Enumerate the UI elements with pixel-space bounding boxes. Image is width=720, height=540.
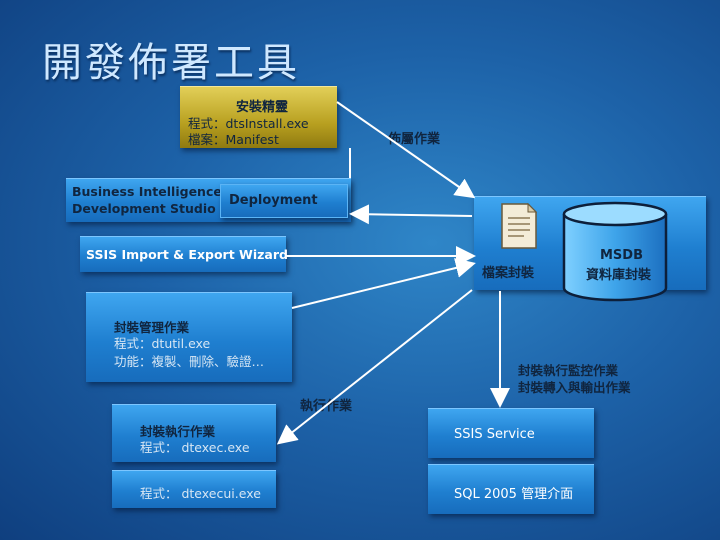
package-management-heading: 封裝管理作業 [114, 320, 190, 335]
ssis-service-box[interactable]: SSIS Service [428, 408, 594, 458]
arrow-storage-to-exec [276, 289, 473, 445]
deploy-label: 佈屬作業 [388, 132, 441, 147]
package-execution-program: 程式： dtexec.exe [140, 440, 250, 455]
install-wizard-heading: 安裝精靈 [236, 100, 289, 115]
package-management-function: 功能：複製、刪除、驗證… [114, 354, 265, 369]
import-export-wizard-label: SSIS Import & Export Wizard [86, 247, 288, 262]
package-execution-box[interactable]: 封裝執行作業 程式： dtexec.exe [112, 404, 276, 462]
execui-box[interactable]: 程式： dtexecui.exe [112, 470, 276, 508]
execui-program: 程式： dtexecui.exe [140, 486, 261, 501]
document-icon [501, 202, 538, 249]
bids-line2: Development Studio [72, 201, 216, 216]
import-export-wizard-box[interactable]: SSIS Import & Export Wizard [80, 236, 288, 272]
file-package-label: 檔案封裝 [482, 266, 535, 281]
monitor-label-line1: 封裝執行監控作業 [518, 363, 619, 378]
deployment-label: Deployment [229, 193, 318, 208]
monitor-label-line2: 封裝轉入與輸出作業 [518, 380, 631, 395]
install-wizard-program: 程式：dtsInstall.exe [188, 116, 309, 131]
msdb-title: MSDB [600, 248, 643, 263]
database-cylinder-icon [562, 201, 668, 302]
arrow-msdb-to-bids [349, 204, 473, 225]
msdb-subtitle: 資料庫封裝 [586, 268, 652, 283]
arrow-install-to-msdb [336, 101, 476, 199]
ssis-service-label: SSIS Service [454, 427, 535, 442]
install-wizard-box[interactable]: 安裝精靈 程式：dtsInstall.exe 檔案：Manifest [180, 86, 337, 148]
install-wizard-file: 檔案：Manifest [188, 132, 279, 147]
package-management-box[interactable]: 封裝管理作業 程式：dtutil.exe 功能：複製、刪除、驗證… [86, 292, 292, 382]
arrow-management-to-storage [291, 258, 476, 309]
package-execution-heading: 封裝執行作業 [140, 424, 216, 439]
deployment-box[interactable]: Deployment [220, 184, 348, 218]
sql-management-box[interactable]: SQL 2005 管理介面 [428, 464, 594, 514]
sql-management-label: SQL 2005 管理介面 [454, 487, 574, 502]
page-title: 開發佈署工具 [42, 40, 300, 86]
bids-line1: Business Intelligence [72, 184, 222, 199]
package-management-program: 程式：dtutil.exe [114, 336, 211, 351]
